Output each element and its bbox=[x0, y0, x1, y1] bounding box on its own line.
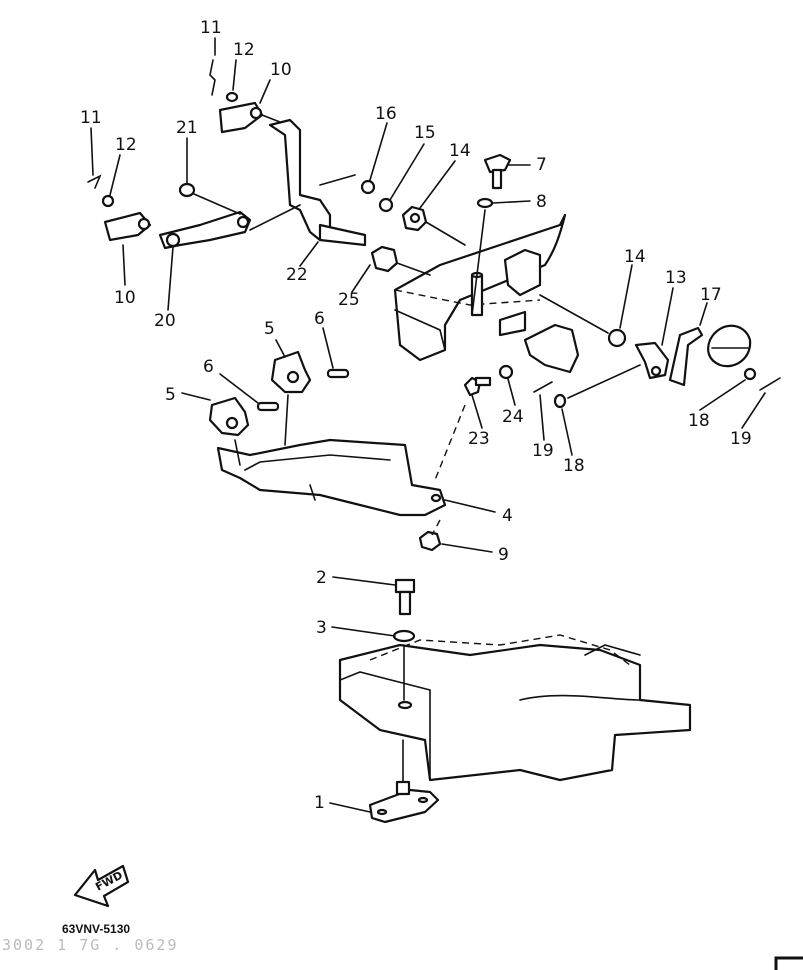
callout-labels: 1 2 3 4 5 5 6 6 7 8 9 10 10 11 11 12 12 … bbox=[80, 18, 752, 813]
leader-10a bbox=[261, 114, 281, 123]
callout-5-lower: 5 bbox=[165, 385, 176, 405]
part-25-bushing bbox=[370, 245, 399, 273]
callout-18-center: 18 bbox=[563, 456, 585, 476]
part-code: 63VNV-5130 bbox=[62, 922, 130, 936]
callout-4: 4 bbox=[502, 506, 513, 526]
part-11-clip-lower bbox=[87, 174, 102, 189]
part-14-bushing-right bbox=[607, 328, 627, 348]
callout-10-lower: 10 bbox=[114, 288, 136, 308]
callout-22: 22 bbox=[286, 265, 308, 285]
part-3-washer bbox=[392, 629, 416, 643]
callout-9: 9 bbox=[498, 545, 509, 565]
part-14-bushing-upper bbox=[401, 205, 428, 232]
callout-17: 17 bbox=[700, 285, 722, 305]
callout-25: 25 bbox=[338, 290, 360, 310]
callout-19-center: 19 bbox=[532, 441, 554, 461]
part-19-pin-right bbox=[759, 377, 781, 391]
part-22-shift-lever bbox=[268, 118, 367, 247]
leader-5 bbox=[284, 394, 289, 446]
leader-18 bbox=[567, 364, 641, 399]
part-16-washer bbox=[360, 179, 376, 195]
part-18-washer-center bbox=[553, 393, 567, 409]
leader-23 bbox=[434, 404, 466, 481]
part-11-clip-upper bbox=[209, 59, 216, 96]
part-18-washer-right bbox=[743, 367, 757, 381]
callout-23: 23 bbox=[468, 429, 490, 449]
callout-11-upper: 11 bbox=[200, 18, 222, 38]
part-19-pin-center bbox=[533, 381, 553, 393]
part-9-nut bbox=[418, 530, 442, 552]
part-15-washer bbox=[378, 197, 394, 213]
faded-code: 3002 1 7G . 0629 bbox=[2, 936, 179, 954]
callout-5-upper: 5 bbox=[264, 319, 275, 339]
part-20-link-lever bbox=[158, 204, 301, 250]
part-24-washer bbox=[498, 364, 514, 380]
leader-14 bbox=[425, 221, 466, 246]
part-7-bolt bbox=[483, 153, 512, 190]
callout-6-upper: 6 bbox=[314, 309, 325, 329]
callout-14-right: 14 bbox=[624, 247, 646, 267]
callout-16: 16 bbox=[375, 104, 397, 124]
callout-18-right: 18 bbox=[688, 411, 710, 431]
part-12-washer-lower bbox=[101, 194, 115, 208]
part-12-washer-upper bbox=[225, 91, 239, 103]
callout-14-upper: 14 bbox=[449, 141, 471, 161]
callout-6-lower: 6 bbox=[203, 357, 214, 377]
part-13-lever bbox=[634, 341, 670, 380]
callout-1: 1 bbox=[314, 793, 325, 813]
callout-15: 15 bbox=[414, 123, 436, 143]
callout-leaders bbox=[90, 37, 766, 813]
part-5-mount-right bbox=[270, 350, 312, 394]
callout-20: 20 bbox=[154, 311, 176, 331]
callout-10-upper: 10 bbox=[270, 60, 292, 80]
callout-3: 3 bbox=[316, 618, 327, 638]
callout-12-upper: 12 bbox=[233, 40, 255, 60]
part-8-washer bbox=[476, 197, 494, 209]
part-10-joint-upper bbox=[218, 101, 264, 134]
part-4-bracket bbox=[216, 438, 447, 517]
leader-5b bbox=[234, 439, 241, 466]
leader-8 bbox=[471, 209, 486, 316]
part-5-mount-left bbox=[208, 396, 250, 437]
callout-24: 24 bbox=[502, 407, 524, 427]
callout-19-right: 19 bbox=[730, 429, 752, 449]
callout-11-lower: 11 bbox=[80, 108, 102, 128]
part-1-plate bbox=[368, 739, 440, 824]
part-6-pin-upper bbox=[326, 368, 350, 379]
callout-13: 13 bbox=[665, 268, 687, 288]
leader-25 bbox=[396, 262, 431, 276]
callout-7: 7 bbox=[536, 155, 547, 175]
callout-21: 21 bbox=[176, 118, 198, 138]
leader-9 bbox=[431, 519, 441, 536]
corner-mark bbox=[774, 956, 803, 970]
leader-14b bbox=[539, 294, 609, 334]
part-10-joint-lower bbox=[103, 211, 152, 242]
bottom-housing bbox=[338, 634, 692, 782]
callout-8: 8 bbox=[536, 192, 547, 212]
callout-2: 2 bbox=[316, 568, 327, 588]
part-2-bolt bbox=[394, 578, 416, 616]
part-23-bolt bbox=[463, 376, 492, 397]
leader-21 bbox=[193, 193, 241, 215]
part-17-link bbox=[668, 326, 704, 387]
fwd-arrow: FWD bbox=[73, 864, 130, 908]
part-6-pin-lower bbox=[256, 401, 280, 412]
callout-12-lower: 12 bbox=[115, 135, 137, 155]
part-21-washer bbox=[178, 182, 196, 198]
part-17-knob bbox=[707, 324, 752, 368]
